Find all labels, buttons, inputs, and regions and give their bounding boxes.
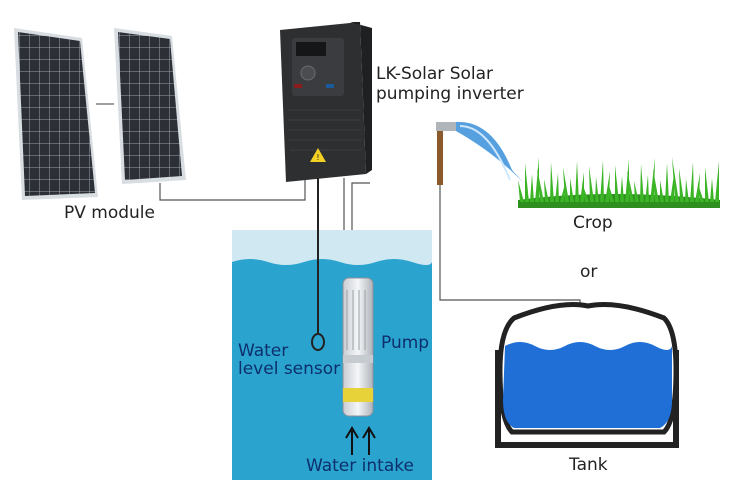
water-level-sensor (311, 178, 325, 351)
grass-blades (518, 157, 719, 202)
up-arrow-icon (362, 426, 376, 455)
pv-module-right (114, 28, 186, 184)
or-label: or (580, 262, 598, 282)
pv-module-label: PV module (64, 203, 155, 223)
sensor-label-line2: level sensor (238, 359, 341, 379)
submersible-pump (342, 277, 374, 417)
svg-text:!: ! (316, 153, 319, 162)
pump-label: Pump (381, 333, 430, 353)
outlet-pipe (436, 121, 530, 190)
inverter-label-line2: pumping inverter (376, 84, 524, 104)
tank-label: Tank (569, 455, 608, 475)
water-tank (495, 302, 679, 448)
inverter-label-line1: LK-Solar Solar (376, 64, 494, 84)
sensor-label-line1: Water (238, 341, 289, 361)
water-intake-label: Water intake (306, 456, 414, 476)
up-arrow-icon (345, 426, 359, 455)
pv-module-left (14, 28, 98, 200)
crop-label: Crop (573, 213, 613, 233)
crop-field (518, 157, 720, 208)
warning-triangle-icon: ! (310, 148, 326, 162)
inverter-unit (280, 22, 372, 182)
water-well (232, 230, 432, 480)
